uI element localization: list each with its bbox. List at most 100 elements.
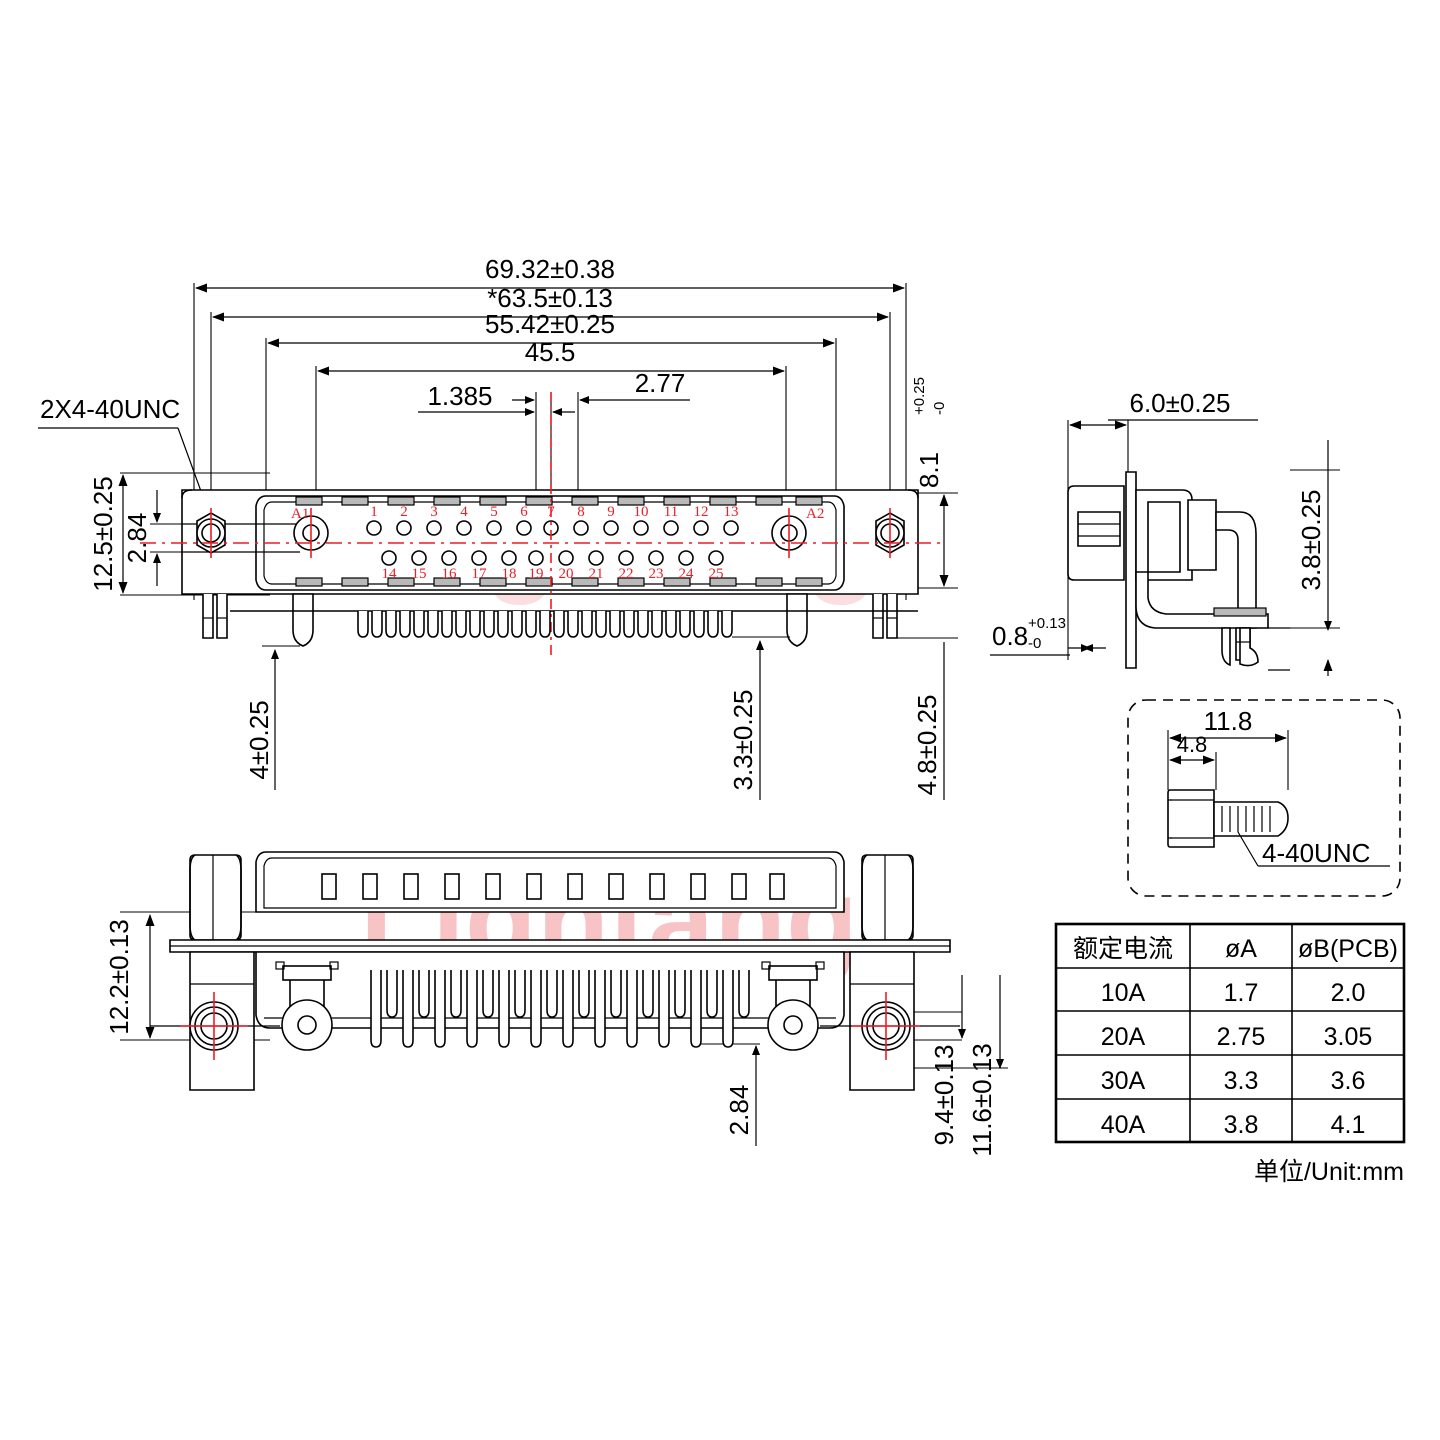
dim-overall-depth: 11.6±0.13 (880, 975, 1008, 1157)
table-cell: 3.6 (1331, 1067, 1366, 1095)
callout-screw-thread: 4-40UNC (1237, 831, 1390, 868)
pin-label: 12 (694, 504, 709, 520)
table-cell: 1.7 (1224, 979, 1259, 1007)
table-cell: 10A (1101, 979, 1146, 1007)
table-header-cell: øB(PCB) (1298, 935, 1398, 963)
coax-barrel-right (761, 961, 825, 1051)
pin-label: 21 (589, 566, 604, 582)
table-cell: 2.0 (1331, 979, 1366, 1007)
dim-flange-height: 12.5±0.25 (88, 472, 270, 596)
dim-half-pitch-label: 1.385 (427, 381, 492, 411)
dim-body-height: 8.1 +0.25 -0 (890, 377, 958, 589)
dim-hole-to-edge-label: 9.4±0.13 (929, 1044, 959, 1145)
centerlines-bottom-view (180, 992, 920, 1060)
contact-a1-label: A1 (291, 506, 309, 522)
bottom-view-pins-short (386, 970, 750, 1018)
dim-boss-length: 4±0.25 (244, 645, 300, 790)
dim-overall-depth-label: 11.6±0.13 (967, 1043, 997, 1157)
screw-detail-box: 11.8 4.8 4-40UNC (1127, 699, 1401, 897)
contact-a2-label: A2 (806, 506, 824, 522)
pin-label: 18 (502, 566, 517, 582)
pin-label: 11 (664, 504, 678, 520)
dim-panel-tol-plus: +0.13 (1028, 615, 1066, 632)
dim-contact-span: 45.5 (315, 337, 787, 520)
pin-label: 10 (634, 504, 649, 520)
dim-pitch-label: 2.77 (635, 368, 686, 398)
callout-screw-thread-label: 4-40UNC (1262, 838, 1370, 868)
contacts-top-row (366, 520, 739, 536)
table-cell: 30A (1101, 1067, 1146, 1095)
pin-label: 8 (577, 504, 585, 520)
dim-screw-hex-length: 4.8 (1169, 732, 1217, 790)
pin-label: 4 (460, 504, 468, 520)
shield-tabs-bottom (295, 577, 823, 587)
top-view-pin-comb (230, 610, 918, 638)
pin-label: 23 (649, 566, 664, 582)
dim-side-height: 3.8±0.25 (1290, 440, 1340, 631)
table-cell: 3.8 (1224, 1111, 1259, 1139)
pin-label: 19 (529, 566, 544, 582)
jackpost-right (861, 854, 914, 941)
dim-screw-hex-length-label: 4.8 (1177, 732, 1208, 757)
pin-label: 1 (370, 504, 378, 520)
pin-label: 14 (382, 566, 398, 582)
unit-note: 单位/Unit:mm (1254, 1158, 1404, 1186)
dim-hole-to-edge: 9.4±0.13 (880, 975, 966, 1146)
coax-barrel-left (275, 961, 339, 1051)
table-cell: 20A (1101, 1023, 1146, 1051)
top-view-standoffs (202, 593, 898, 647)
dim-body-height-label: 8.1 (914, 452, 944, 488)
dim-standoff: 4.8±0.25 (897, 637, 958, 800)
table-cell: 2.75 (1217, 1023, 1266, 1051)
contacts-bottom-row (381, 550, 724, 566)
pin-label: 6 (520, 504, 528, 520)
dim-body-height-tol-minus: -0 (931, 402, 948, 415)
shell-slots (321, 873, 785, 900)
dim-pitch-group: 2.77 1.385 (418, 368, 690, 512)
centerlines-top-view (140, 392, 940, 660)
dim-pin-offset-bottom-label: 2.84 (724, 1085, 754, 1136)
pin-label: 24 (679, 566, 695, 582)
bottom-view-body (150, 851, 960, 1091)
pin-label: 5 (490, 504, 498, 520)
dim-side-height-label: 3.8±0.25 (1296, 489, 1326, 590)
bottom-view-pins-long (370, 970, 734, 1048)
pin-label: 22 (619, 566, 634, 582)
pin-label: 15 (412, 566, 427, 582)
dim-overall-width-label: 69.32±0.38 (485, 254, 615, 284)
table-cell: 4.1 (1331, 1111, 1366, 1139)
jackpost-left (189, 854, 242, 941)
dim-pin-length: 3.3±0.25 (728, 636, 790, 800)
dim-body-height-tol-plus: +0.25 (911, 377, 928, 415)
dim-side-depth: 6.0±0.25 (1067, 388, 1258, 660)
dim-hole-offset-top: 2.84 (122, 490, 262, 586)
dim-flange-height-label: 12.5±0.25 (88, 476, 118, 591)
callout-thread-label: 2X4-40UNC (40, 394, 180, 424)
pin-label: 20 (559, 566, 574, 582)
table-cell: 3.3 (1224, 1067, 1259, 1095)
dim-shell-span: 55.42±0.25 (265, 309, 837, 500)
dim-contact-span-label: 45.5 (525, 337, 576, 367)
dim-screw-total-length-label: 11.8 (1204, 706, 1253, 736)
dim-side-depth-label: 6.0±0.25 (1129, 388, 1230, 418)
dim-standoff-label: 4.8±0.25 (912, 694, 942, 795)
side-view-body (1067, 471, 1333, 676)
table-cell: 40A (1101, 1111, 1146, 1139)
pin-label: 17 (472, 566, 488, 582)
table-header-cell: øA (1225, 935, 1257, 963)
current-rating-table: 额定电流 øA øB(PCB) 10A 1.7 2.0 20A 2.75 3.0… (1054, 922, 1406, 1144)
shield-tabs-top (295, 496, 823, 506)
dim-hole-offset-label: 2.84 (122, 513, 152, 564)
pin-label: 13 (724, 504, 739, 520)
dim-panel-thickness: 0.8 +0.13 -0 (990, 615, 1106, 656)
pin-label: 3 (430, 504, 438, 520)
pin-label: 9 (607, 504, 615, 520)
dim-overall-width: 69.32±0.38 (193, 254, 907, 600)
callout-thread-2x440unc: 2X4-40UNC (38, 394, 215, 528)
table-header-cell: 额定电流 (1073, 935, 1173, 963)
pin-label: 25 (709, 566, 724, 582)
dim-pin-length-label: 3.3±0.25 (728, 689, 758, 790)
pin-label: 16 (442, 566, 458, 582)
